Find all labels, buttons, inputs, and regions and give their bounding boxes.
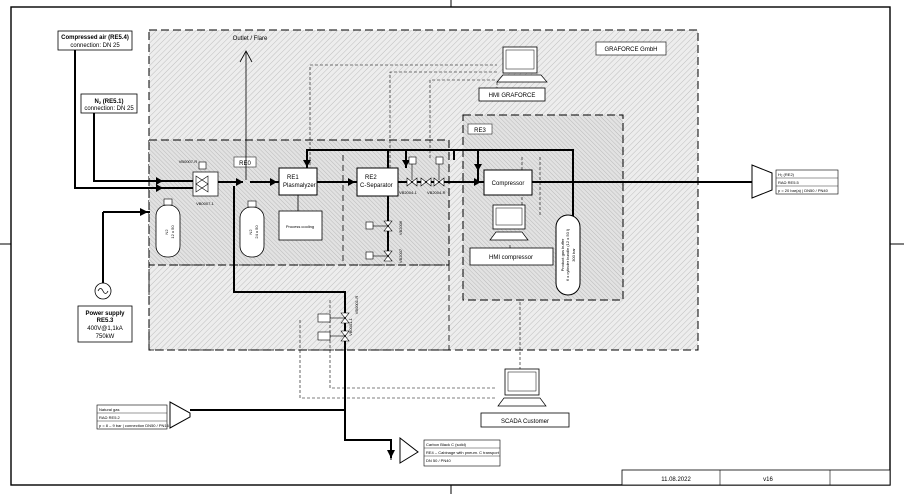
flow-arrow-icon <box>156 177 163 185</box>
power-title: Power supply <box>85 311 125 317</box>
flow-arrow-icon <box>140 208 148 216</box>
buffer-line3: 300 bar <box>571 248 576 262</box>
re1-plasmalyzer: RE1 Plasmalyzer <box>278 167 318 196</box>
natural-gas-line3: p = 8 – 9 bar | connection DN50 / PN16 <box>99 423 170 428</box>
carbon-line2: RE4 – Cabinage with pneum. C transport <box>426 450 500 455</box>
vent-arrow-icon <box>239 50 253 63</box>
ac-wave-icon <box>97 288 109 294</box>
n2-bottle-main: N2 12 x 50 <box>155 198 181 258</box>
buffer-line2: 6 x cylinder bundle (12 x 50 l) <box>565 228 570 281</box>
h2-line2: RAΩ RE5.5 <box>778 180 800 185</box>
valve-vb0001: VB0001-1 VB0001-R <box>317 296 359 342</box>
valve-vb2006-vb2007: VB2006 VB2007 <box>365 220 403 263</box>
h2-line1: H₂ (RE2) <box>778 172 795 177</box>
carbon-output: Carbon Black C (solid) RE4 – Cabinage wi… <box>390 436 501 467</box>
n2-connection: connection: DN 25 <box>84 106 134 112</box>
bottle-small-size: 24 x 50 <box>254 225 259 239</box>
hmi-compressor: HMI compressor <box>469 204 554 266</box>
natural-gas-line2: RAΩ RE5.2 <box>99 415 121 420</box>
compressed-air-source: Compressed air (RE5.4) connection: DN 25 <box>57 30 133 51</box>
vb0007-1-label: VB0007-1 <box>196 201 215 206</box>
main-piping <box>74 50 760 458</box>
bottle-main-chem: N2 <box>164 229 169 235</box>
power-line1: 400V@1,1kA <box>87 326 122 332</box>
carbon-line1: Carbon Black C (solid) <box>426 442 467 447</box>
output-arrow-icon <box>169 401 191 429</box>
re2-code: RE2 <box>365 175 377 181</box>
output-arrow-icon <box>399 436 419 464</box>
n2-source: N2 (RE5.1) connection: DN 25 <box>80 93 138 114</box>
natural-gas-line1: Natural gas <box>99 407 119 412</box>
hmi-graforce-label: HMI GRAFORCE <box>489 93 536 99</box>
valve-vb2004: VB2004-1 VB2004-R <box>399 156 446 195</box>
scada-label: SCADA Customer <box>501 419 549 425</box>
bottle-main-size: 12 x 50 <box>170 225 175 239</box>
carbon-line3: DN 50 / PN40 <box>426 458 451 463</box>
flow-arrow-icon <box>474 178 481 186</box>
vb0007-r-label: VB0007-R <box>179 159 198 164</box>
compressed-air-title: Compressed air (RE5.4) <box>61 35 129 41</box>
n2-bottle-small: N2 24 x 50 <box>239 200 265 258</box>
flow-arrow-icon <box>402 160 410 167</box>
re3-zone: RE3 <box>462 114 624 301</box>
title-date: 11.08.2022 <box>661 477 691 483</box>
n2-title: N2 (RE5.1) <box>95 99 124 105</box>
bottle-small-chem: N2 <box>248 229 253 235</box>
valve-vb0007: VB0007-R VB0007-1 <box>179 159 219 206</box>
process-cooling: Process cooling <box>278 195 323 241</box>
compressed-air-connection: connection: DN 25 <box>70 43 120 49</box>
re0-label: RE0 <box>239 161 251 167</box>
outlet-label: Outlet / Flare <box>233 36 268 42</box>
power-code: RE5.3 <box>97 318 114 324</box>
keyboard-icon <box>497 397 547 407</box>
outlet-flare: Outlet / Flare <box>233 36 268 180</box>
vb2007-label: VB2007 <box>398 248 403 263</box>
keyboard-icon <box>496 74 548 83</box>
hmi-compressor-label: HMI compressor <box>489 255 533 261</box>
power-supply-source: Power supply RE5.3 400V@1,1kA 750kW <box>77 282 133 343</box>
vb2004-r-label: VB2004-R <box>427 190 446 195</box>
h2-output: H₂ (RE2) RAΩ RE5.5 p = 20 bar(a) | DN50 … <box>751 164 839 199</box>
title-block: 11.08.2022 v16 <box>621 469 891 486</box>
keyboard-icon <box>489 231 529 241</box>
buffer-line1: Product gas buffer <box>560 238 565 271</box>
re1-name: Plasmalyzer <box>283 183 316 189</box>
vb2006-label: VB2006 <box>398 220 403 235</box>
natural-gas-output: Natural gas RAΩ RE5.2 p = 8 – 9 bar | co… <box>96 401 191 430</box>
vb0001-r-label: VB0001-R <box>354 296 359 315</box>
compressor: Compressor <box>483 169 533 196</box>
re2-c-separator: RE2 C-Separator <box>356 167 399 197</box>
flow-arrow-icon <box>348 178 355 186</box>
re0-zone: RE0 <box>148 139 450 266</box>
power-line2: 750kW <box>96 334 115 340</box>
vb2004-1-label: VB2004-1 <box>399 190 418 195</box>
output-arrow-icon <box>751 164 773 199</box>
flow-arrow-icon <box>236 178 243 186</box>
product-gas-buffer: Product gas buffer 6 x cylinder bundle (… <box>555 214 581 296</box>
vb0001-1-label: VB0001-1 <box>348 317 353 336</box>
flow-arrow-icon <box>270 178 277 186</box>
compressor-label: Compressor <box>492 181 525 187</box>
graforce-label: GRAFORCE GmbH <box>604 47 657 53</box>
title-version: v16 <box>763 477 773 483</box>
flow-arrow-icon <box>474 164 482 171</box>
hmi-graforce: HMI GRAFORCE <box>478 46 548 102</box>
process-cooling-label: Process cooling <box>286 224 314 229</box>
re3-label: RE3 <box>474 128 486 134</box>
h2-line3: p = 20 bar(a) | DN50 / PN40 <box>778 188 829 193</box>
scada-customer: SCADA Customer <box>480 368 570 428</box>
re2-name: C-Separator <box>360 183 393 189</box>
flow-arrow-icon <box>156 184 163 192</box>
re1-code: RE1 <box>287 175 299 181</box>
flow-arrow-icon <box>303 160 311 167</box>
